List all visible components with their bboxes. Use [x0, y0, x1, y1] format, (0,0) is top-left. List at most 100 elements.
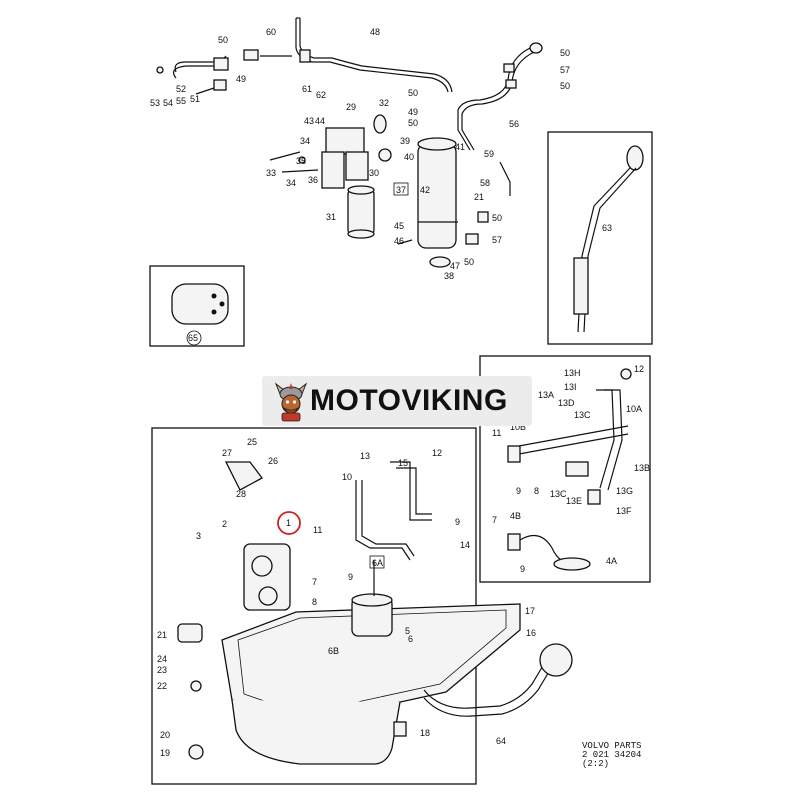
callout-48: 48	[370, 27, 380, 37]
callout-14: 14	[460, 540, 470, 550]
bolt-33	[281, 169, 319, 173]
callout-44: 44	[315, 116, 325, 126]
callout-4B: 4B	[510, 511, 521, 521]
callout-box-6A	[369, 555, 385, 569]
filter-body	[321, 151, 345, 189]
link-rod-13A	[507, 425, 629, 449]
callout-13C: 13C	[550, 489, 567, 499]
bracket-13C	[565, 461, 589, 477]
callout-ring-65	[186, 330, 202, 346]
callout-32: 32	[379, 98, 389, 108]
callout-51: 51	[190, 94, 200, 104]
callout-50: 50	[218, 35, 228, 45]
oil-pipe-13-outline	[396, 467, 432, 515]
callout-33: 33	[266, 168, 276, 178]
callout-58: 58	[480, 178, 490, 188]
filter-bottom	[347, 229, 375, 239]
banjo-50	[477, 211, 489, 223]
lever-10A-outline	[604, 389, 623, 491]
callout-18: 18	[420, 728, 430, 738]
callout-41: 41	[455, 142, 465, 152]
plug-21	[177, 623, 203, 643]
callout-6: 6	[408, 634, 413, 644]
filter-head-29	[325, 127, 365, 155]
oil-system-drawing	[151, 427, 573, 785]
callout-15: 15	[398, 458, 408, 468]
callout-34: 34	[300, 136, 310, 146]
callout-10A: 10A	[626, 404, 642, 414]
callout-11: 11	[492, 428, 501, 438]
callout-16: 16	[526, 628, 536, 638]
callout-28: 28	[236, 489, 246, 499]
drain-plug-19	[188, 744, 204, 760]
drain-18	[393, 721, 407, 737]
washer-35	[298, 156, 306, 164]
bolt-46	[397, 239, 413, 245]
detail-frame-65	[149, 265, 245, 347]
ball-joint-4B	[507, 533, 521, 551]
callout-13B: 13B	[634, 463, 650, 473]
callout-57: 57	[492, 235, 502, 245]
callout-55: 55	[176, 96, 186, 106]
callout-46: 46	[394, 236, 404, 246]
nut-12	[620, 368, 632, 380]
callout-13D: 13D	[558, 398, 575, 408]
fuel-filter-31	[347, 189, 375, 235]
rod-knob	[626, 145, 644, 171]
callout-2: 2	[222, 519, 227, 529]
callout-13E: 13E	[566, 496, 582, 506]
callout-13G: 13G	[616, 486, 633, 496]
callout-35: 35	[296, 156, 306, 166]
callout-7: 7	[312, 577, 317, 587]
callout-47: 47	[450, 261, 460, 271]
detail-frame-63	[547, 131, 653, 345]
callout-10B: 10B	[510, 422, 526, 432]
callout-25: 25	[247, 437, 257, 447]
banjo-fitting	[529, 42, 543, 54]
filter-body-2	[345, 151, 369, 181]
callout-13I: 13I	[564, 382, 577, 392]
brand-name: MOTOVIKING	[310, 384, 508, 417]
footer-line-3: (2:2)	[582, 759, 610, 769]
strainer-top	[351, 593, 393, 607]
callout-64: 64	[496, 736, 506, 746]
callout-7: 7	[492, 515, 497, 525]
callout-50: 50	[408, 88, 418, 98]
dipstick-cap	[539, 643, 573, 677]
oil-pipe-10-outline	[361, 480, 415, 557]
callout-6A: 6A	[372, 558, 383, 568]
callout-11: 11	[313, 525, 322, 535]
callout-52: 52	[176, 84, 186, 94]
callout-39: 39	[400, 136, 410, 146]
callout-61: 61	[302, 84, 312, 94]
linkage-detail	[479, 355, 651, 583]
callout-20: 20	[160, 730, 170, 740]
hole	[211, 309, 217, 315]
bracket-52	[213, 79, 227, 91]
callout-13C: 13C	[574, 410, 591, 420]
disc-4A	[553, 557, 591, 571]
callout-49: 49	[408, 107, 418, 117]
washer	[156, 66, 164, 74]
callout-labels: 48 50 60 49 52 53 54 55 51 61 62 50 57 5…	[150, 27, 650, 758]
callout-13A: 13A	[538, 390, 554, 400]
callout-21: 21	[474, 192, 484, 202]
callout-50: 50	[464, 257, 474, 267]
link-rod-outline	[507, 433, 629, 457]
callout-36: 36	[308, 175, 318, 185]
pump-gear-2	[258, 586, 278, 606]
hose-clamp	[505, 79, 517, 89]
callout-box-37	[393, 182, 409, 196]
callout-43: 43	[304, 116, 314, 126]
callout-8: 8	[534, 486, 539, 496]
washer-22	[190, 680, 202, 692]
throttle-rod-detail	[547, 131, 653, 345]
footer-line-2: 2 021 34204	[582, 750, 642, 760]
oil-pipe-10	[355, 480, 411, 561]
pipe-nut	[299, 49, 311, 63]
callout-29: 29	[346, 102, 356, 112]
callout-12: 12	[432, 448, 442, 458]
callout-26: 26	[268, 456, 278, 466]
ball-joint-10B	[507, 445, 521, 463]
callout-50: 50	[560, 48, 570, 58]
